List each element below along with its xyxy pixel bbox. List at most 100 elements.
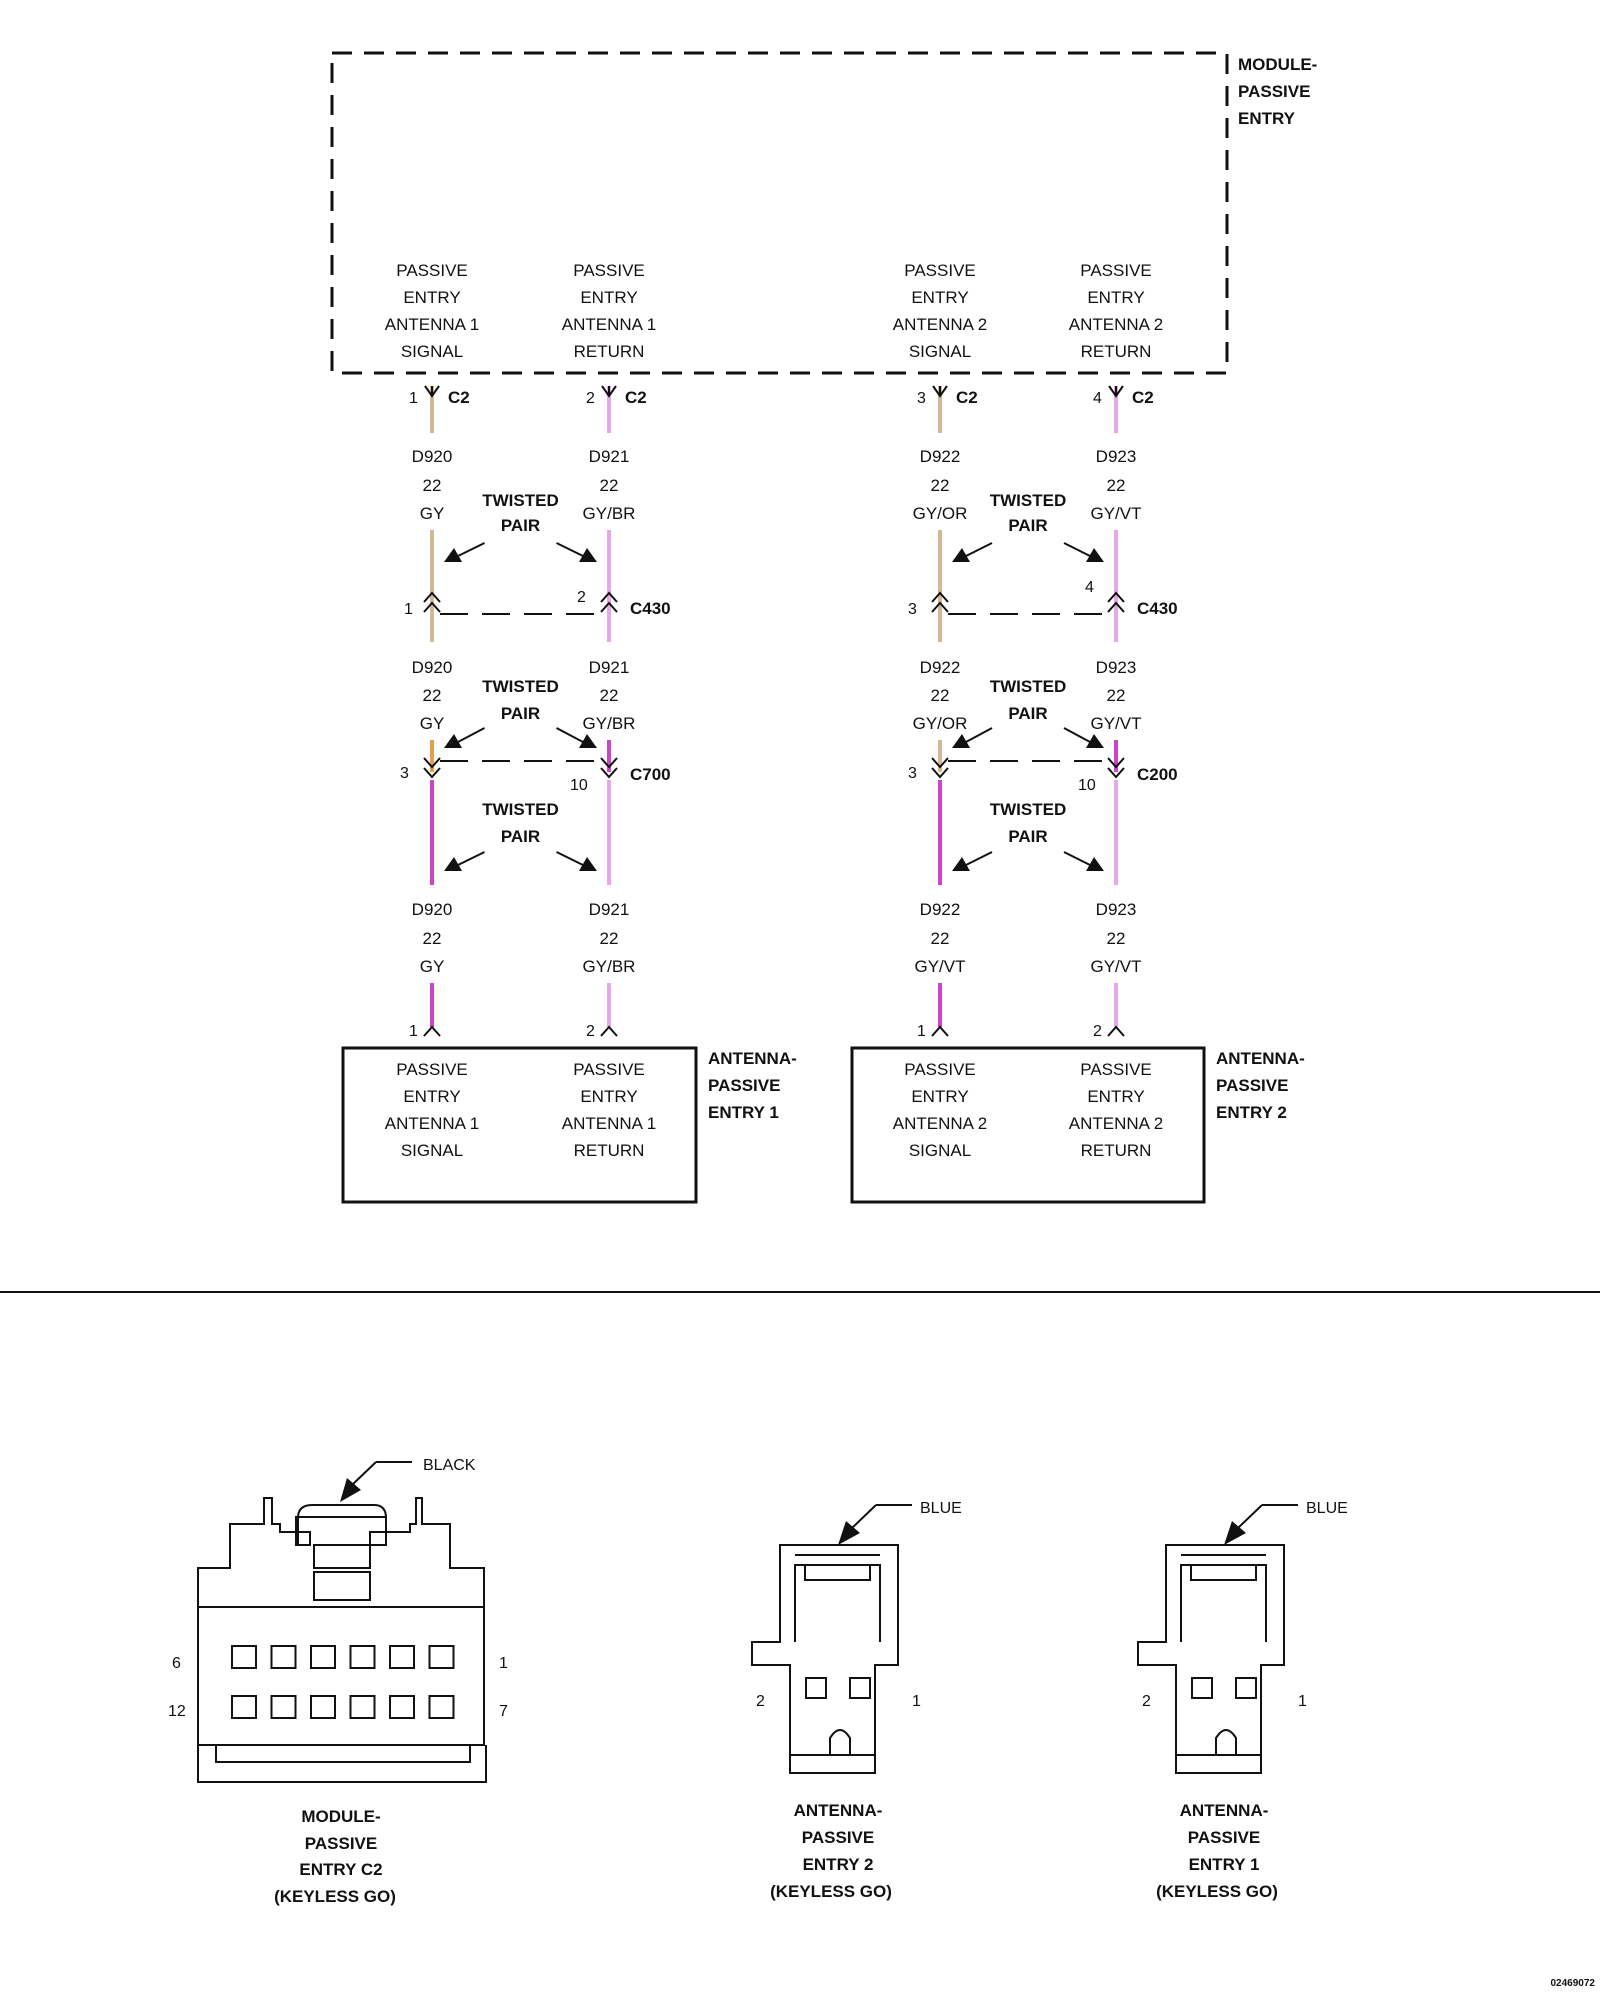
antenna-connector-outline [1137, 1544, 1285, 1774]
antenna-terminal-symbol [1107, 1025, 1125, 1037]
c430-terminal-lower [600, 601, 618, 613]
wire-gauge-label: 22 [1107, 929, 1126, 948]
c2-cavity [349, 1645, 376, 1669]
c2-cavity [428, 1695, 455, 1719]
c2-cavity [389, 1695, 415, 1719]
c2-cavity [231, 1695, 257, 1719]
antenna-pin-label: ENTRY [911, 1087, 968, 1106]
wire-circuit-label: D920 [412, 658, 453, 677]
c2-cavity [231, 1645, 257, 1669]
twisted-arrow-line [965, 542, 993, 557]
module-pin-1-label: ENTRY [403, 288, 460, 307]
twisted-pair-annotations: TWISTEDPAIRTWISTEDPAIRTWISTEDPAIRTWISTED… [444, 491, 1104, 871]
c2-pin-label-7: 7 [499, 1703, 508, 1720]
wire-color-label: GY [420, 714, 445, 733]
twisted-arrow-line [556, 542, 584, 557]
antenna-callout-arrowhead [1224, 1521, 1246, 1545]
antenna-view-pin-label: 1 [1298, 1693, 1307, 1710]
twisted-arrow-line [1063, 542, 1091, 557]
wire-gauge-label: 22 [600, 686, 619, 705]
antenna-view-caption: (KEYLESS GO) [770, 1882, 892, 1901]
module-pin-1-label: ANTENNA 1 [385, 315, 479, 334]
module-pin-2-label: ANTENNA 1 [562, 315, 656, 334]
antenna-view-color-label: BLUE [920, 1500, 962, 1517]
twisted-arrowhead [1086, 734, 1104, 748]
twisted-arrowhead [444, 548, 462, 562]
c2-caption-2: PASSIVE [305, 1834, 377, 1853]
c430-pin-number: 1 [404, 601, 413, 618]
c2-connector-label: C2 [448, 388, 470, 407]
lower-inline-pin-number: 10 [1078, 777, 1096, 794]
module-pin-1-label: SIGNAL [401, 342, 463, 361]
antenna-terminal-symbol [423, 1025, 441, 1037]
c700-connector-label: C700 [630, 765, 671, 784]
antenna-pin-label: PASSIVE [1080, 1060, 1152, 1079]
wire-labels: D92022GYD92022GYD92022GYD92122GY/BRD9212… [412, 447, 1142, 976]
wire-gauge-label: 22 [600, 476, 619, 495]
antenna-view-caption: PASSIVE [802, 1828, 874, 1847]
antenna-cavity [849, 1677, 871, 1699]
c430-pin-number: 3 [908, 601, 917, 618]
antenna-pin-label: ENTRY [1087, 1087, 1144, 1106]
twisted-label: PAIR [501, 516, 540, 535]
c2-cavity [270, 1645, 297, 1669]
wire-gauge-label: 22 [423, 686, 442, 705]
wire-color-label: GY/OR [913, 504, 968, 523]
connector-c2-body [197, 1606, 485, 1746]
wire-circuit-label: D923 [1096, 900, 1137, 919]
wire-circuit-label: D921 [589, 658, 630, 677]
wire-color-label: GY/BR [583, 504, 636, 523]
connector-c2-latch [297, 1504, 387, 1545]
wire-color-label: GY/BR [583, 714, 636, 733]
twisted-arrowhead [579, 548, 597, 562]
wire-gauge-label: 22 [1107, 476, 1126, 495]
wire-circuit-label: D922 [920, 900, 961, 919]
twisted-label: TWISTED [990, 677, 1067, 696]
c2-cavity [310, 1695, 336, 1719]
module-pin-4-label: RETURN [1081, 342, 1152, 361]
wire-circuit-label: D923 [1096, 658, 1137, 677]
antenna-1-box [341, 1046, 698, 1204]
c430-pin-number: 2 [577, 589, 586, 606]
connector-c2-tab-upper [313, 1544, 371, 1569]
module-pin-2-label: PASSIVE [573, 261, 645, 280]
twisted-arrowhead [444, 734, 462, 748]
antenna-pin-label: PASSIVE [904, 1060, 976, 1079]
twisted-label: TWISTED [990, 800, 1067, 819]
twisted-label: TWISTED [482, 677, 559, 696]
module-pin-1-label: PASSIVE [396, 261, 468, 280]
lower-inline-terminal-upper [931, 757, 949, 769]
c2-connector-label: C2 [625, 388, 647, 407]
antenna-pin-number: 1 [409, 1023, 418, 1040]
connector-c2-outline [197, 1497, 485, 1608]
twisted-arrowhead [952, 857, 970, 871]
c2-caption-3: ENTRY C2 [299, 1860, 382, 1879]
module-name: MODULE- PASSIVE ENTRY [1238, 55, 1317, 128]
antenna-view-caption: (KEYLESS GO) [1156, 1882, 1278, 1901]
lower-inline-terminal-upper [1107, 757, 1125, 769]
antenna-pin-number: 2 [586, 1023, 595, 1040]
c2-pin-label-1: 1 [499, 1655, 508, 1672]
module-pin-2-label: RETURN [574, 342, 645, 361]
twisted-arrowhead [579, 857, 597, 871]
twisted-arrowhead [444, 857, 462, 871]
twisted-arrowhead [1086, 857, 1104, 871]
antenna-2-name: PASSIVE [1216, 1076, 1288, 1095]
antenna-terminal-symbol [931, 1025, 949, 1037]
antenna-pin-label: ANTENNA 1 [562, 1114, 656, 1133]
antenna-cavity [1235, 1677, 1257, 1699]
twisted-arrow-line [457, 851, 485, 866]
antenna-connector-latch [794, 1554, 881, 1642]
antenna-pin-number: 1 [917, 1023, 926, 1040]
connector-c2-base [197, 1745, 487, 1783]
c2-cavity [270, 1695, 297, 1719]
twisted-label: TWISTED [990, 491, 1067, 510]
antenna-callout-arrow-line [851, 1504, 877, 1529]
c430-terminal-upper [600, 591, 618, 603]
antenna-view-pin-label: 1 [912, 1693, 921, 1710]
connector-view-module-c2: 6 1 12 7 BLACK MODULE- PASSIVE ENTRY C2 … [168, 1457, 508, 1906]
wire-color-label: GY/VT [1090, 714, 1141, 733]
module-pin-3-label: ANTENNA 2 [893, 315, 987, 334]
